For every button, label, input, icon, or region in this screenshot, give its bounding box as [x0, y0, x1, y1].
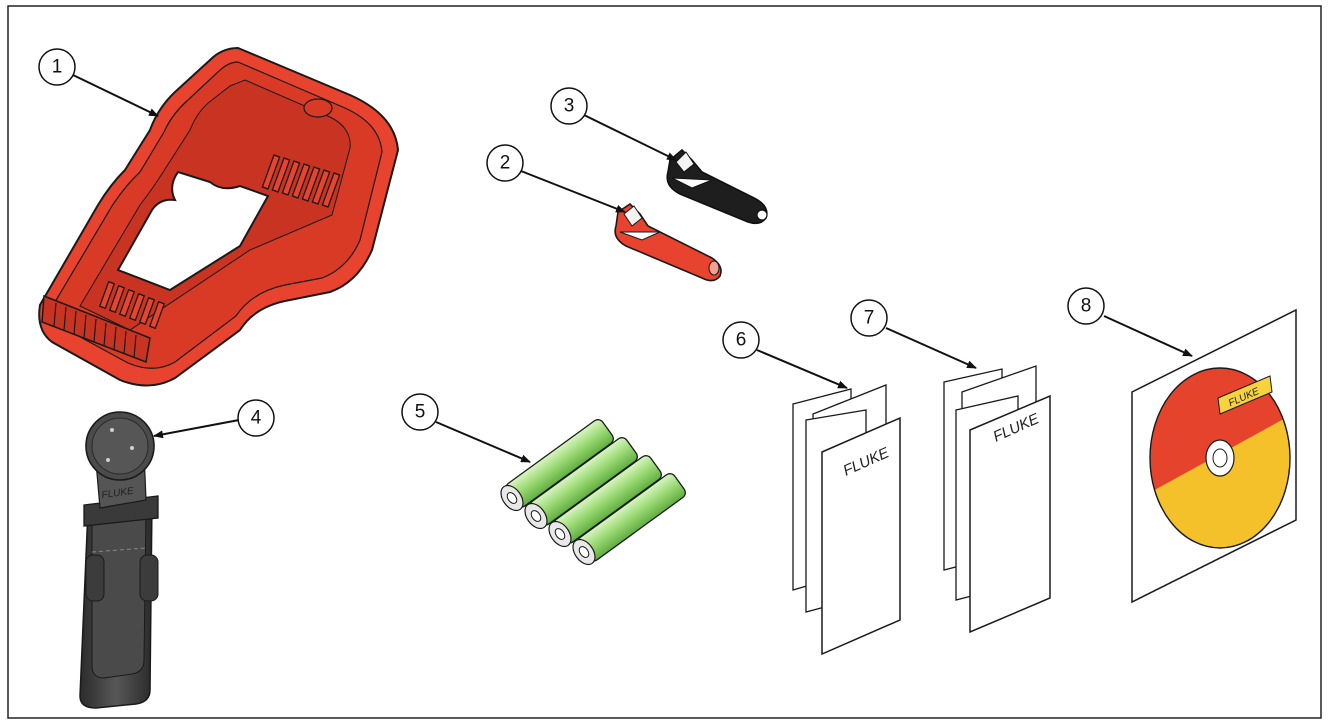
callout-3: 3 — [550, 87, 588, 125]
aa-batteries — [500, 419, 686, 566]
callout-8-number: 8 — [1081, 296, 1092, 317]
callout-2-arrow — [520, 170, 626, 213]
magnetic-hanger-strap: FLUKE — [79, 411, 159, 709]
callout-3-arrow — [583, 114, 677, 161]
folded-manual-6: FLUKE — [792, 384, 901, 656]
callout-6-number: 6 — [736, 330, 747, 351]
red-probe-tip-cap — [614, 202, 722, 282]
black-probe-tip-cap — [666, 148, 768, 225]
callout-5-arrow — [435, 421, 531, 463]
callout-1-number: 1 — [52, 57, 63, 78]
callout-6-arrow — [756, 349, 848, 389]
folded-manual-7: FLUKE — [943, 365, 1051, 634]
callout-5: 5 — [401, 393, 439, 431]
callout-2-number: 2 — [500, 153, 511, 174]
callout-7: 7 — [850, 299, 888, 337]
callout-7-arrow — [885, 327, 977, 369]
callout-4-number: 4 — [251, 408, 262, 429]
callout-8-arrow — [1103, 315, 1193, 357]
callout-5-number: 5 — [415, 402, 426, 423]
callout-2: 2 — [486, 144, 524, 182]
callout-3-number: 3 — [564, 96, 575, 117]
callout-8: 8 — [1067, 287, 1105, 325]
callout-1-arrow — [72, 74, 159, 117]
hanger-brand-label: FLUKE — [101, 486, 135, 501]
callout-6: 6 — [722, 321, 760, 359]
callout-4: 4 — [237, 399, 275, 437]
callout-1: 1 — [38, 48, 76, 86]
callout-7-number: 7 — [864, 308, 875, 329]
callout-4-arrow — [153, 419, 240, 439]
cd-rom: FLUKE — [1131, 308, 1297, 604]
protective-holster — [38, 46, 400, 387]
